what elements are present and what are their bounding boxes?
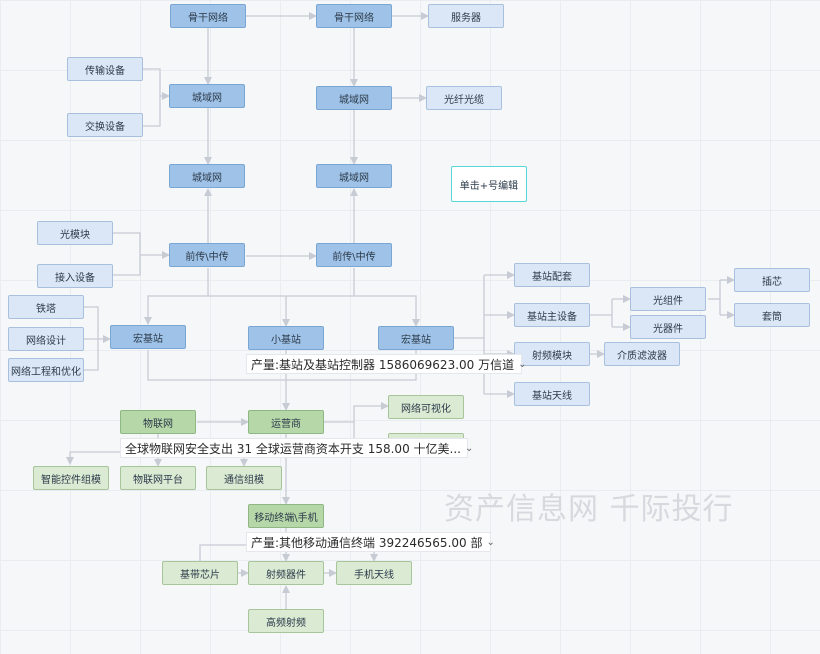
chevron-down-icon: ⌄: [464, 442, 474, 454]
watermark: 资产信息网 千际投行: [444, 492, 734, 527]
click-to-edit-hint[interactable]: 单击+号编辑: [451, 166, 527, 202]
node-base-station-antenna[interactable]: 基站天线: [514, 382, 590, 406]
node-network-visualization[interactable]: 网络可视化: [388, 395, 464, 419]
terminal-output-dropdown[interactable]: 产量:其他移动通信终端 392246565.00 部 ⌄: [246, 532, 495, 552]
node-metro-network-2[interactable]: 城域网: [316, 86, 392, 110]
node-tower[interactable]: 铁塔: [8, 295, 84, 319]
node-sleeve[interactable]: 套筒: [734, 303, 810, 327]
node-high-frequency-rf[interactable]: 高频射频: [248, 609, 324, 633]
node-fiber-optic-cable[interactable]: 光纤光缆: [426, 86, 502, 110]
node-baseband-chip[interactable]: 基带芯片: [162, 561, 238, 585]
node-base-station-main-equipment[interactable]: 基站主设备: [514, 303, 590, 327]
node-small-station[interactable]: 小基站: [248, 326, 324, 350]
node-macro-station-1[interactable]: 宏基站: [110, 325, 186, 349]
node-base-station-support[interactable]: 基站配套: [514, 263, 590, 287]
node-transmission-equipment[interactable]: 传输设备: [67, 57, 143, 81]
chevron-down-icon: ⌄: [518, 358, 527, 370]
node-switching-equipment[interactable]: 交换设备: [67, 113, 143, 137]
iot-spend-label: 全球物联网安全支出 31 全球运营商资本开支 158.00 十亿美...: [125, 441, 461, 456]
station-output-dropdown[interactable]: 产量:基站及基站控制器 1586069623.00 万信道 ⌄: [246, 354, 527, 374]
node-fronthaul-midhaul-1[interactable]: 前传\中传: [169, 243, 245, 267]
node-fronthaul-midhaul-2[interactable]: 前传\中传: [316, 243, 392, 267]
node-optical-module[interactable]: 光模块: [37, 221, 113, 245]
node-access-equipment[interactable]: 接入设备: [37, 264, 113, 288]
node-smart-control-module[interactable]: 智能控件组模: [33, 466, 109, 490]
node-rf-device[interactable]: 射频器件: [248, 561, 324, 585]
terminal-output-label: 产量:其他移动通信终端 392246565.00 部: [251, 535, 483, 550]
node-macro-station-2[interactable]: 宏基站: [378, 326, 454, 350]
node-communication-module[interactable]: 通信组模: [206, 466, 282, 490]
node-network-design[interactable]: 网络设计: [8, 327, 84, 351]
node-server[interactable]: 服务器: [428, 4, 504, 28]
node-metro-network-4[interactable]: 城域网: [316, 164, 392, 188]
node-backbone-network-2[interactable]: 骨干网络: [316, 4, 392, 28]
node-optical-device[interactable]: 光器件: [630, 315, 706, 339]
node-metro-network-1[interactable]: 城域网: [169, 84, 245, 108]
node-rf-module[interactable]: 射频模块: [514, 342, 590, 366]
station-output-label: 产量:基站及基站控制器 1586069623.00 万信道: [251, 357, 515, 372]
node-backbone-network-1[interactable]: 骨干网络: [170, 4, 246, 28]
node-metro-network-3[interactable]: 城域网: [169, 164, 245, 188]
node-iot[interactable]: 物联网: [120, 410, 196, 434]
iot-spend-dropdown[interactable]: 全球物联网安全支出 31 全球运营商资本开支 158.00 十亿美... ⌄: [120, 438, 473, 458]
node-ferrule-connector[interactable]: 插芯: [734, 268, 810, 292]
node-mobile-terminal[interactable]: 移动终端\手机: [248, 504, 324, 528]
chevron-down-icon: ⌄: [486, 536, 495, 548]
node-optical-component[interactable]: 光组件: [630, 287, 706, 311]
node-network-engineering-optimization[interactable]: 网络工程和优化: [8, 358, 84, 382]
node-operator[interactable]: 运营商: [248, 410, 324, 434]
node-dielectric-filter[interactable]: 介质滤波器: [604, 342, 680, 366]
node-phone-antenna[interactable]: 手机天线: [336, 561, 412, 585]
node-iot-platform[interactable]: 物联网平台: [120, 466, 196, 490]
